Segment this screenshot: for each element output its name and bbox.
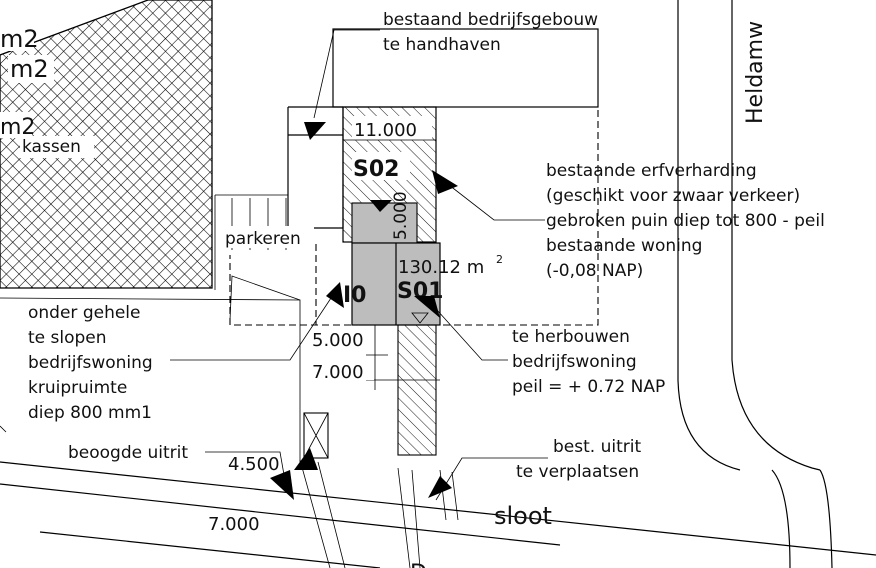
- sloop-line1: onder gehele: [28, 303, 140, 323]
- erf-line2: (geschikt voor zwaar verkeer): [546, 186, 800, 206]
- sloop-line4: kruipruimte: [28, 378, 127, 398]
- area-13012-label: 130.12 m: [398, 257, 484, 278]
- street-curve-3: [819, 469, 833, 568]
- sloop-line3: bedrijfswoning: [28, 353, 153, 373]
- road-line-lower: [0, 483, 561, 546]
- area-label-m2-b: m2: [10, 55, 49, 83]
- existing-exit-lines: [397, 467, 459, 568]
- leader-bestaand: [313, 29, 380, 119]
- dimension-11000: 11.000: [354, 120, 417, 141]
- proposed-exit-lines: [299, 459, 346, 568]
- sloop-line2: te slopen: [28, 328, 107, 348]
- s02-label: S02: [353, 157, 399, 182]
- left-boundary-line-2: [229, 275, 301, 321]
- road-line-bottom: [39, 531, 381, 568]
- erf-line5: (-0,08 NAP): [546, 261, 643, 281]
- area-label-m2-a: m2: [0, 25, 39, 53]
- parking-stripes: [214, 194, 288, 290]
- erf-line4: bestaande woning: [546, 236, 702, 256]
- herbouw-line2: bedrijfswoning: [512, 352, 637, 372]
- dimension-7000: 7.000: [312, 362, 364, 383]
- dimension-5000-vertical: 5.000: [391, 191, 411, 240]
- existing-business-building: [332, 28, 599, 108]
- street-curve-1: [677, 0, 741, 471]
- bestaand-line2: te handhaven: [383, 35, 501, 55]
- sloop-line5: diep 800 mm1: [28, 403, 152, 423]
- dimension-5000: 5.000: [312, 330, 364, 351]
- road-line-upper: [0, 461, 876, 556]
- peil-triangle: [411, 312, 429, 324]
- leader-herbouw: [427, 299, 508, 361]
- road-name-partial: D: [410, 561, 427, 568]
- best-uitrit-line1: best. uitrit: [553, 437, 641, 457]
- erf-line3: gebroken puin diep tot 800 - peil: [546, 211, 825, 231]
- driveway-hatched-strip: [397, 324, 437, 456]
- area-label-m2-c: m2: [0, 115, 35, 140]
- dimension-4500: 4.500: [228, 454, 280, 475]
- erfverharding-dashed-boundary: [229, 106, 599, 326]
- s02-grey-block: [351, 202, 418, 244]
- street-name-label: Heldamw: [743, 21, 768, 124]
- street-curve-2: [731, 0, 821, 471]
- best-uitrit-line2: te verplaatsen: [516, 462, 639, 482]
- street-curve-4: [771, 469, 791, 568]
- parkeren-label: parkeren: [225, 229, 301, 249]
- leader-erf: [439, 177, 545, 221]
- small-mark: [0, 425, 7, 433]
- arrow-icon: [270, 122, 458, 500]
- dimension-7000-road: 7.000: [208, 514, 260, 535]
- erf-line1: bestaande erfverharding: [546, 161, 757, 181]
- herbouw-line3: peil = + 0.72 NAP: [512, 377, 665, 397]
- beoogde-uitrit-label: beoogde uitrit: [68, 443, 188, 463]
- bestaand-line1: bestaand bedrijfsgebouw: [383, 10, 598, 30]
- sloot-label: sloot: [494, 502, 552, 530]
- area-superscript: 2: [496, 253, 503, 266]
- herbouw-line1: te herbouwen: [512, 327, 630, 347]
- leader-sloop: [170, 291, 336, 361]
- kassen-label: kassen: [22, 137, 81, 157]
- i0-label: I0: [343, 283, 367, 308]
